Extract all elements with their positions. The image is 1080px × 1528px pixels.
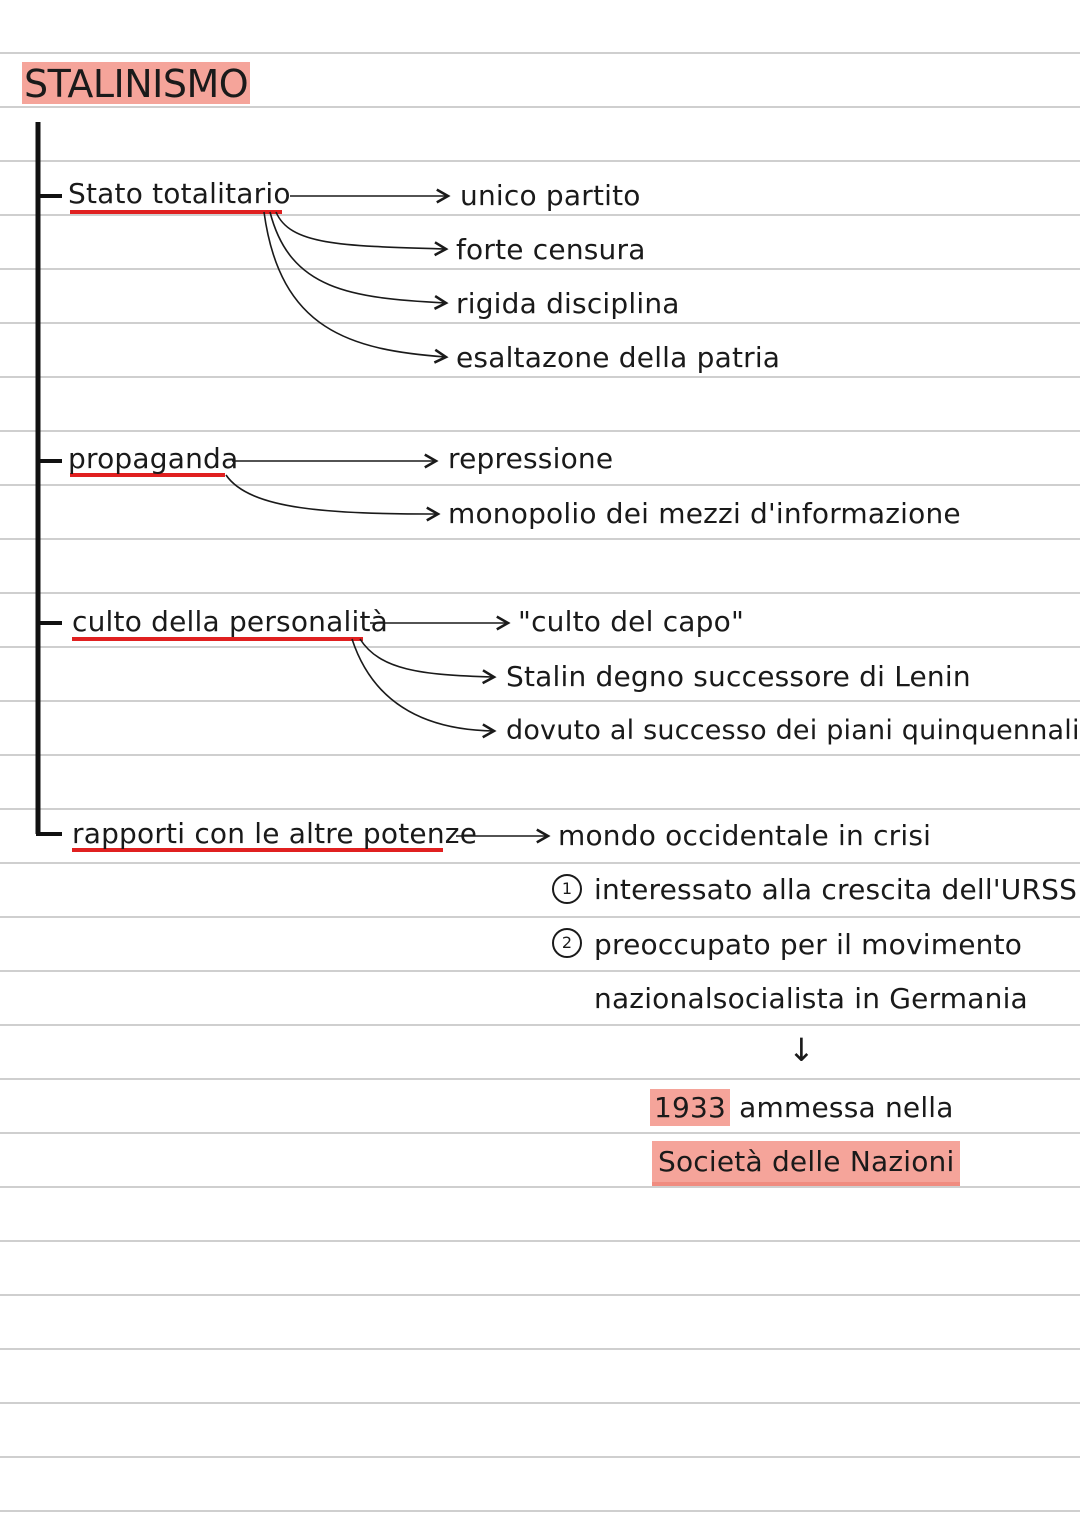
branch-2-item-2: monopolio dei mezzi d'informazione <box>448 497 961 530</box>
branch-3-item-2: Stalin degno successore di Lenin <box>506 660 971 693</box>
point-1-text: interessato alla crescita dell'URSS <box>594 873 1078 906</box>
arrow-3-2 <box>359 638 497 685</box>
arrow-1-2 <box>275 211 449 257</box>
branch-1-item-3: rigida disciplina <box>456 287 680 320</box>
organization-name: Società delle Nazioni <box>652 1141 961 1186</box>
year-highlight: 1933 <box>650 1089 731 1126</box>
down-arrow-icon: ↓ <box>788 1031 816 1069</box>
organization-highlight: Società delle Nazioni <box>652 1141 961 1186</box>
point-2-continuation: nazionalsocialista in Germania <box>594 982 1028 1015</box>
branch-3-item-3: dovuto al successo dei piani quinquennal… <box>506 715 1080 746</box>
branch-4-item-1: mondo occidentale in crisi <box>558 819 932 852</box>
result-text: ammessa nella <box>739 1091 954 1124</box>
branch-label-propaganda: propaganda <box>68 442 239 475</box>
arrow-3-3 <box>351 638 497 739</box>
branch-label-rapporti-con-le-altre-potenze: rapporti con le altre potenze <box>72 817 478 850</box>
branch-label-culto-della-personalita: culto della personalità <box>72 605 388 638</box>
number-circle-1: 1 <box>552 874 582 904</box>
page-title: STALINISMO <box>22 62 251 106</box>
branch-3-item-1: "culto del capo" <box>518 605 745 638</box>
arrow-1-4 <box>263 211 449 364</box>
branch-label-stato-totalitario: Stato totalitario <box>68 177 291 210</box>
point-2-text: preoccupato per il movimento <box>594 928 1023 961</box>
branch-1-item-4: esaltazone della patria <box>456 341 781 374</box>
branch-1-item-1: unico partito <box>460 179 641 212</box>
arrow-1-3 <box>269 211 449 310</box>
number-circle-2: 2 <box>552 928 582 958</box>
result-line: 1933 ammessa nella <box>650 1089 954 1126</box>
arrow-2-2 <box>225 474 441 522</box>
branch-2-item-1: repressione <box>448 442 614 475</box>
branch-1-item-2: forte censura <box>456 233 646 266</box>
